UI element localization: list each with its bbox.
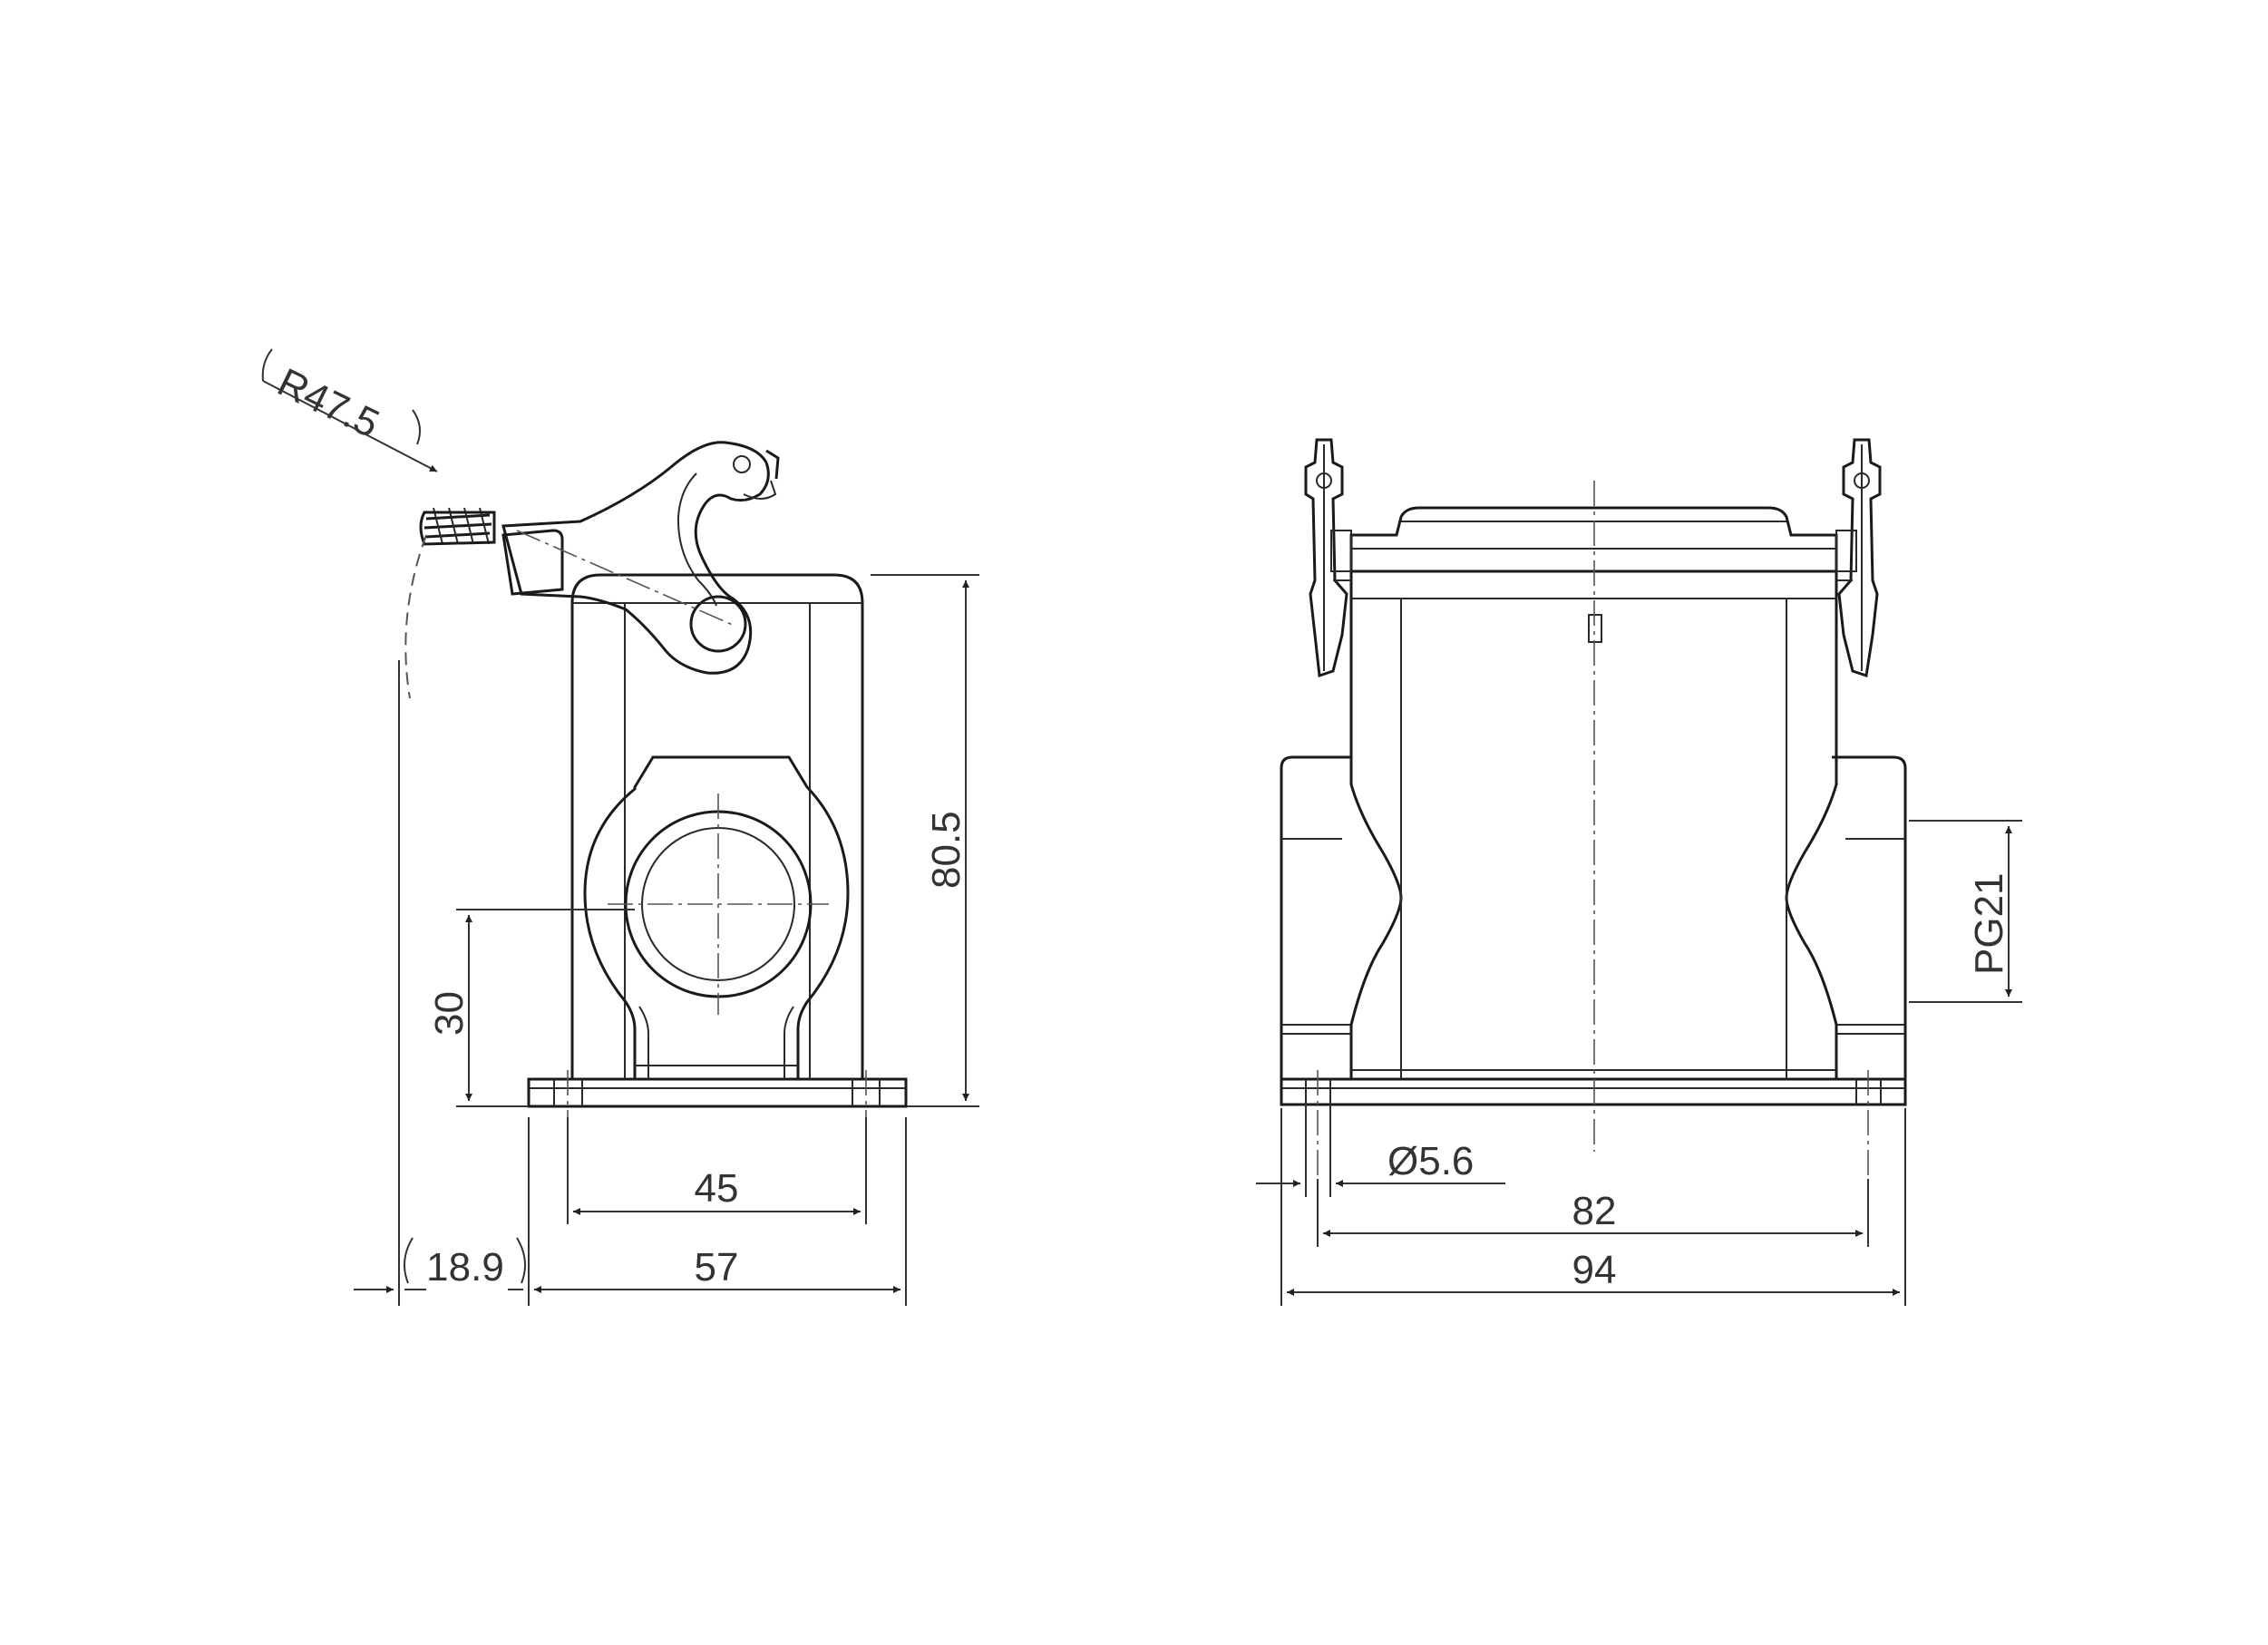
front-hood-top: [1349, 506, 1838, 571]
height-label: 80.5: [924, 811, 969, 889]
radius-label: R47.5: [271, 360, 386, 447]
overall-width-label: 94: [1572, 1248, 1617, 1292]
hole-dia-label: Ø5.6: [1387, 1139, 1474, 1183]
lever-offset-label: 18.9: [426, 1245, 504, 1290]
front-right-latch: [1835, 438, 1882, 677]
front-left-latch: [1304, 438, 1352, 678]
inner-width-label: 45: [695, 1166, 739, 1211]
side-housing-body: [570, 573, 864, 1079]
front-view: PG21 Ø5.6 82 94: [1256, 438, 2022, 1306]
front-base-plate: [1280, 1077, 1907, 1106]
lever-swing-arc: [404, 534, 427, 699]
side-base-flange: [527, 1077, 908, 1108]
side-view: R47.5 80.5 30 45 18.9 57: [261, 348, 979, 1306]
front-right-entry-boss: [1832, 755, 1907, 1079]
locking-lever: [501, 441, 770, 675]
outer-width-label: 57: [695, 1245, 739, 1290]
front-left-entry-boss: [1280, 755, 1351, 1079]
hole-spacing-label: 82: [1572, 1189, 1617, 1233]
side-entry-boss: [583, 755, 850, 1079]
thread-label: PG21: [1967, 872, 2011, 975]
hole-height-label: 30: [427, 991, 472, 1036]
